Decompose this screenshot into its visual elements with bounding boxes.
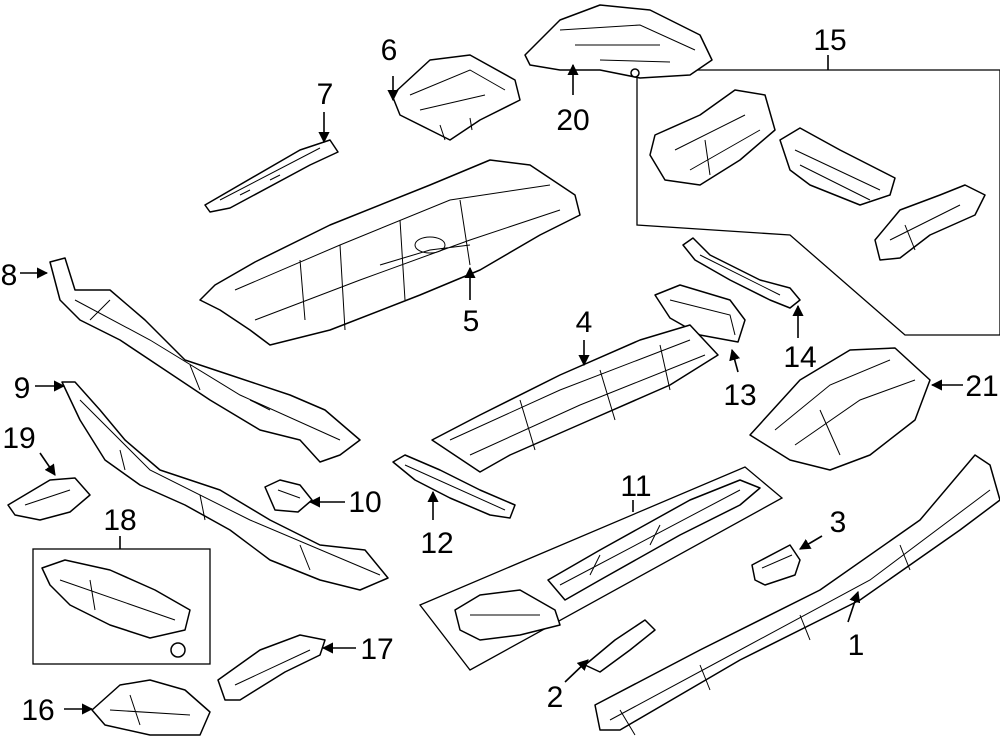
part-1-shape: [594, 454, 1000, 736]
callout-8: 8: [1, 259, 18, 292]
leader-lines: [20, 55, 963, 715]
part-11-shapes: [454, 479, 761, 641]
part-10-shape: [264, 479, 313, 513]
part-12-shape: [392, 454, 516, 519]
callout-10: 10: [348, 486, 381, 519]
part-14-shape: [682, 237, 801, 309]
part-5-shape: [199, 159, 581, 346]
part-16-shape: [91, 679, 211, 736]
part-6-shape: [391, 54, 521, 141]
part-19-shape: [7, 477, 91, 521]
callout-11: 11: [620, 470, 651, 503]
callout-19: 19: [2, 422, 35, 455]
part-8-shape: [49, 257, 361, 463]
callout-14: 14: [783, 341, 816, 374]
callout-9: 9: [14, 372, 31, 405]
part-17-shape: [217, 634, 326, 701]
callout-3: 3: [830, 506, 847, 539]
part-15-shapes: [649, 89, 986, 261]
callout-15: 15: [813, 24, 846, 57]
callout-18: 18: [103, 504, 136, 537]
callout-13: 13: [723, 379, 756, 412]
part-13-shape: [654, 284, 746, 343]
part-3-shape: [751, 544, 801, 586]
group-box-18: [32, 548, 211, 665]
callout-20: 20: [556, 104, 589, 137]
callout-5: 5: [463, 305, 480, 338]
part-18-shape: [41, 559, 191, 658]
callout-16: 16: [21, 694, 54, 727]
part-9-shape: [61, 381, 389, 591]
callout-7: 7: [317, 78, 334, 111]
callout-21: 21: [965, 370, 998, 403]
callout-2: 2: [547, 681, 564, 714]
callout-12: 12: [420, 527, 453, 560]
callout-17: 17: [360, 633, 393, 666]
group-box-11: [418, 466, 784, 671]
part-2-shape: [584, 619, 656, 673]
callout-4: 4: [576, 306, 593, 339]
part-21-shape: [749, 347, 931, 471]
part-20-shape: [524, 4, 713, 79]
callout-6: 6: [381, 34, 398, 67]
part-7-shape: [204, 139, 339, 213]
group-box-15: [636, 69, 1000, 336]
callout-1: 1: [848, 629, 865, 662]
part-4-shape: [431, 324, 719, 473]
